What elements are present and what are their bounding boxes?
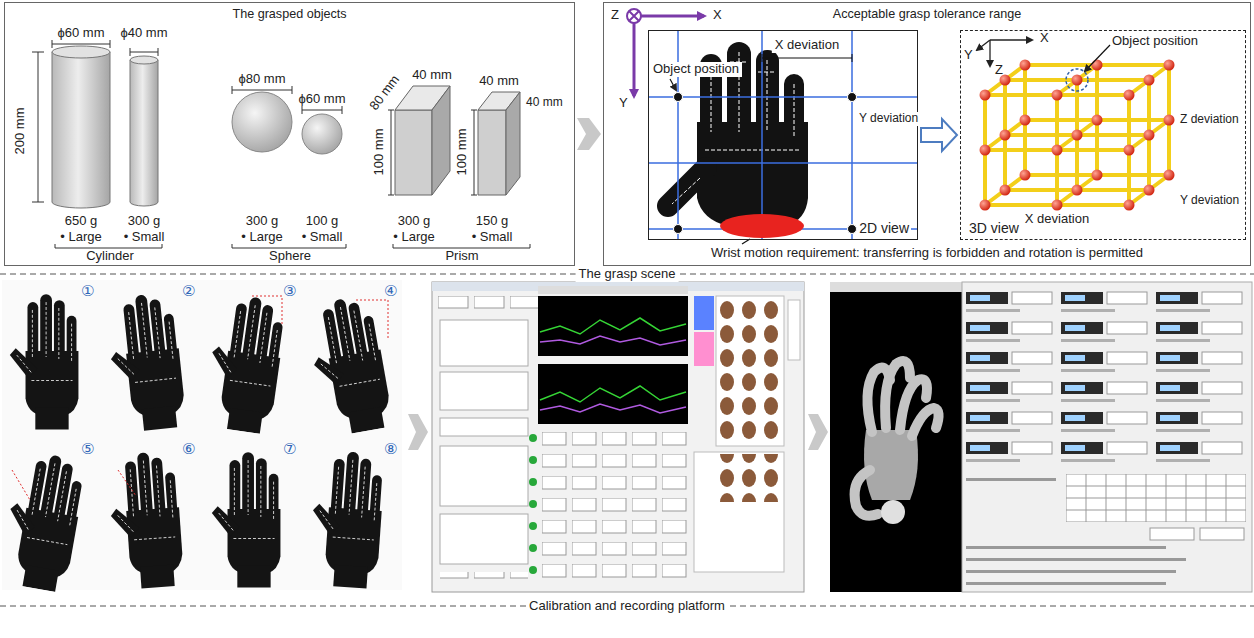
callout-number: ⑦	[283, 441, 296, 458]
object-spec-label: • Small	[124, 230, 165, 245]
flow-arrow	[577, 118, 601, 150]
object-spec-label: Sphere	[269, 249, 311, 264]
deviation-label: Z deviation	[1180, 113, 1242, 127]
axis-label: Y	[619, 96, 628, 111]
software-screenshot	[432, 282, 804, 592]
leader-line	[670, 79, 676, 90]
callout-number: ④	[384, 283, 397, 300]
object-spec-label: ϕ40 mm	[120, 26, 167, 41]
section-label: Calibration and recording platform	[526, 599, 728, 614]
view-label: 2D view	[857, 220, 911, 236]
note-text: Wrist motion requirement: transferring i…	[711, 246, 1143, 261]
object-spec-label: ϕ60 mm	[57, 26, 104, 41]
object-spec-label: 40 mm	[526, 96, 563, 110]
object-spec-label: 100 g	[306, 214, 339, 229]
flow-arrow	[921, 119, 957, 151]
object-spec-label: • Small	[302, 230, 343, 245]
object-spec-label: • Small	[472, 230, 513, 245]
callout-label: Object position	[650, 62, 742, 77]
prism-large	[395, 86, 450, 195]
object-spec-label: 300 g	[128, 214, 161, 229]
hand-model-view	[830, 282, 962, 592]
axis-label: X	[1040, 31, 1049, 46]
object-spec-label: 200 mm	[13, 108, 28, 155]
section-label: The grasp scene	[576, 267, 679, 282]
object-spec-label: 300 g	[246, 214, 279, 229]
deviation-label: Y deviation	[1180, 194, 1242, 208]
cylinder-small	[130, 56, 158, 206]
dimension-lines	[388, 110, 477, 195]
object-spec-label: 650 g	[65, 214, 98, 229]
object-spec-label: ϕ60 mm	[298, 92, 345, 107]
deviation-label: X deviation	[1025, 212, 1089, 227]
object-spec-label: 100 mm	[455, 129, 470, 176]
object-spec-label: 40 mm	[479, 74, 519, 89]
view-3d-box: 3D view	[960, 30, 1246, 240]
object-spec-label: Cylinder	[86, 249, 134, 264]
callout-number: ⑧	[384, 441, 397, 458]
grid-dots	[674, 93, 857, 234]
wrist-zone	[720, 214, 804, 238]
dimension-lines	[32, 40, 158, 202]
axis-label: Z	[611, 8, 619, 23]
object-spec-label: • Large	[241, 230, 282, 245]
object-spec-label: 300 g	[398, 214, 431, 229]
object-spec-label: 40 mm	[412, 68, 452, 83]
object-marker	[1066, 69, 1088, 91]
group-brackets	[55, 244, 530, 248]
callout-number: ①	[81, 283, 94, 300]
callout-number: ⑤	[81, 441, 94, 458]
section-separator	[0, 274, 1254, 606]
callout-label: Object position	[1112, 34, 1198, 49]
axis-label: Z	[995, 63, 1003, 78]
object-spec-label: 100 mm	[372, 129, 387, 176]
object-spec-label: • Large	[393, 230, 434, 245]
axis-label: X	[713, 8, 722, 23]
object-spec-label: ϕ80 mm	[238, 72, 285, 87]
deviation-label: X deviation	[772, 38, 842, 53]
cylinder-large	[52, 46, 110, 208]
deviation-label: Y deviation	[856, 112, 922, 126]
grasp-photos	[0, 280, 402, 594]
sphere-large	[232, 92, 292, 152]
tolerance-lattice	[985, 65, 1169, 205]
tolerance-grid	[648, 30, 918, 240]
leader-line	[1085, 45, 1110, 71]
object-spec-label: • Large	[60, 230, 101, 245]
axes-2d	[627, 9, 704, 96]
axis-label: Y	[964, 48, 973, 63]
panel-title: Acceptable grasp tolerance range	[604, 7, 1250, 21]
panel-title: The grasped objects	[5, 7, 574, 21]
sphere-small	[302, 114, 342, 154]
object-spec-label: 150 g	[476, 214, 509, 229]
deviation-bracket	[762, 54, 852, 62]
prism-small	[478, 92, 520, 195]
callout-number: ⑥	[182, 441, 195, 458]
parameter-panel	[962, 282, 1252, 592]
callout-number: ②	[182, 283, 195, 300]
view-label: 3D view	[967, 220, 1021, 236]
callout-number: ③	[283, 283, 296, 300]
lattice-nodes	[980, 60, 1175, 211]
object-spec-label: Prism	[445, 249, 478, 264]
